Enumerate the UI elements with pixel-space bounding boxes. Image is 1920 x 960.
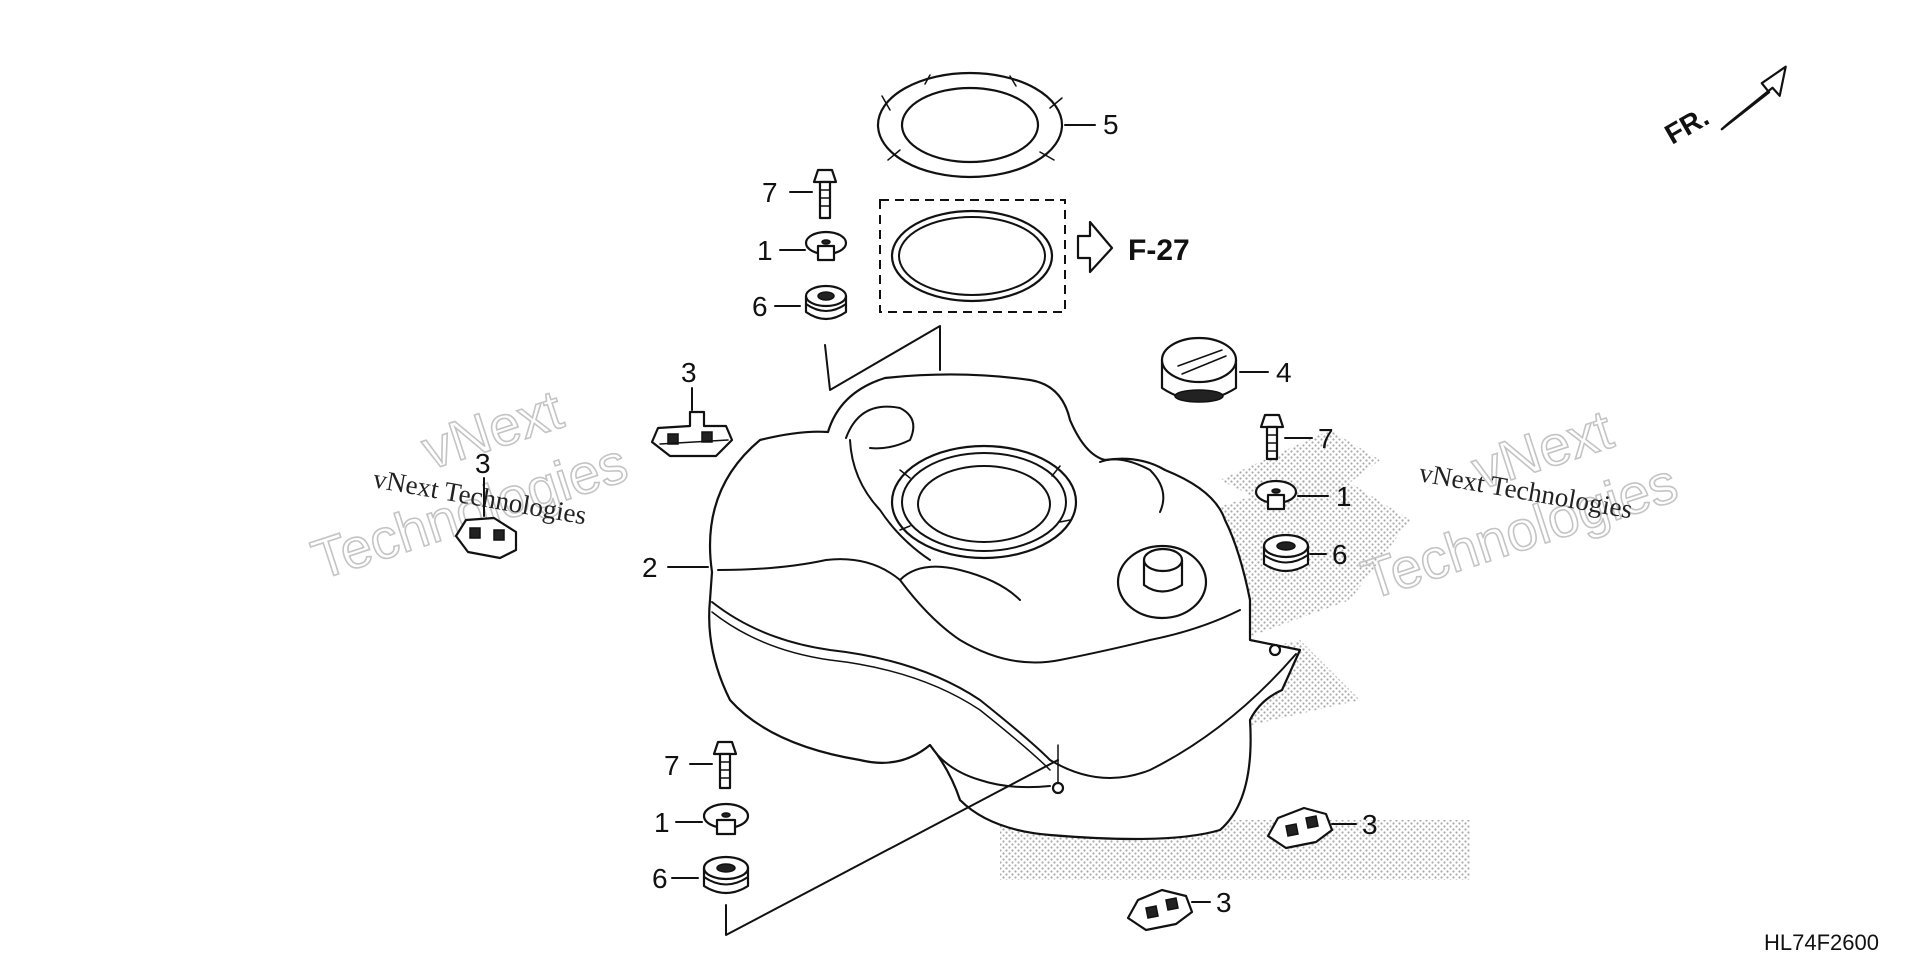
fr-label: FR.: [1660, 101, 1715, 150]
watermark-right: vNext Technologies vNext Technologies: [1353, 396, 1685, 612]
callout-3-upper-left: 3: [681, 357, 697, 388]
callout-4: 4: [1276, 357, 1292, 388]
reference-label: F-27: [1128, 234, 1190, 267]
callout-2: 2: [642, 552, 658, 583]
clamp-left: [454, 516, 518, 560]
fuel-cap: [1160, 336, 1238, 403]
callout-1-bottom: 1: [654, 807, 670, 838]
reference-arrow: F-27: [1076, 220, 1190, 274]
leader-bottom-to-tank: [725, 759, 1059, 936]
fuel-pump-retainer-ring: [876, 71, 1064, 179]
callout-6-top: 6: [752, 291, 768, 322]
clamp-bottom-right: [1266, 806, 1334, 850]
collar-bottom: [702, 802, 750, 836]
callout-7-right: 7: [1318, 423, 1334, 454]
drawing-code: HL74F2600: [1764, 930, 1879, 955]
callout-1-top: 1: [757, 235, 773, 266]
collar-top: [804, 230, 848, 262]
seal-reference-box: [879, 199, 1066, 313]
grommet-top: [804, 284, 848, 321]
fuel-tank: [708, 373, 1302, 841]
grommet-bottom: [702, 855, 750, 895]
watermark-left: vNext Technologies vNext Technologies: [303, 376, 635, 592]
callout-1-right: 1: [1336, 481, 1352, 512]
leader-seal-to-tank: [824, 325, 941, 391]
grommet-right: [1262, 533, 1310, 573]
collar-right: [1254, 479, 1298, 511]
callout-7-bottom: 7: [664, 750, 680, 781]
clamp-upper-left: [650, 410, 734, 458]
callout-3-bottom: 3: [1216, 887, 1232, 918]
callout-5: 5: [1103, 109, 1119, 140]
callout-6-bottom: 6: [652, 863, 668, 894]
front-direction-indicator: FR.: [1660, 65, 1787, 150]
callout-3-left: 3: [475, 448, 491, 479]
callout-3-bottom-right: 3: [1362, 809, 1378, 840]
clamp-bottom: [1126, 888, 1194, 932]
callout-7-top: 7: [762, 177, 778, 208]
bolt-bottom: [712, 740, 738, 790]
callout-6-right: 6: [1332, 539, 1348, 570]
bolt-right: [1259, 413, 1285, 461]
bolt-top: [812, 168, 838, 220]
